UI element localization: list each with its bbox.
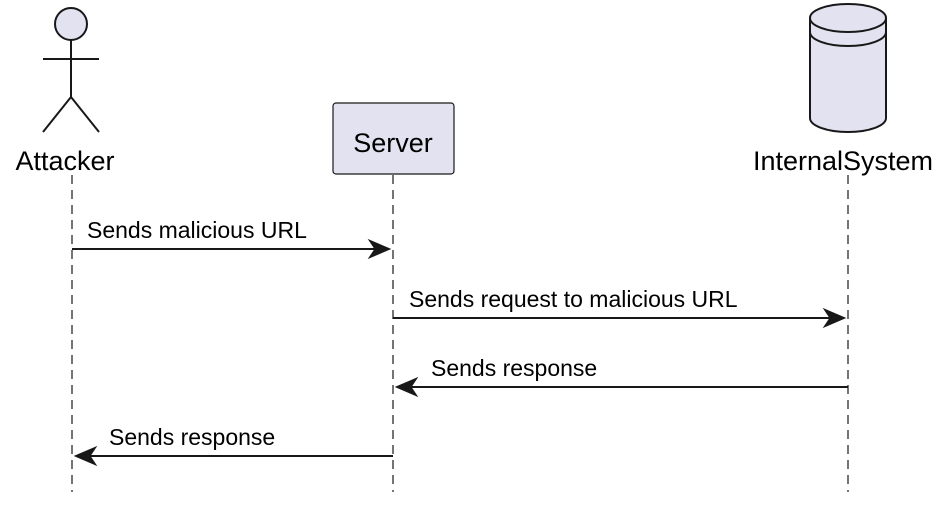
internal-system-label: InternalSystem <box>753 146 933 176</box>
message-sends-response-to-server: Sends response <box>394 355 848 398</box>
message-label: Sends response <box>431 355 597 381</box>
message-sends-malicious-url: Sends malicious URL <box>72 217 392 260</box>
database-icon <box>809 3 887 133</box>
arrow-head-icon <box>394 376 419 398</box>
message-label: Sends response <box>109 424 275 450</box>
message-sends-request: Sends request to malicious URL <box>393 286 847 329</box>
attacker-label: Attacker <box>15 146 114 176</box>
message-label: Sends request to malicious URL <box>409 286 738 312</box>
arrow-head-icon <box>73 445 98 467</box>
server-participant[interactable]: Server <box>332 102 455 175</box>
server-label: Server <box>353 128 433 158</box>
actor-icon <box>42 7 100 133</box>
message-sends-response-to-attacker: Sends response <box>73 424 393 467</box>
arrow-head-icon <box>822 307 847 329</box>
attacker-participant[interactable]: Attacker <box>15 7 115 176</box>
server-box <box>332 102 455 175</box>
arrow-head-icon <box>367 238 392 260</box>
internal-system-participant[interactable]: InternalSystem <box>753 3 933 176</box>
message-label: Sends malicious URL <box>87 217 307 243</box>
